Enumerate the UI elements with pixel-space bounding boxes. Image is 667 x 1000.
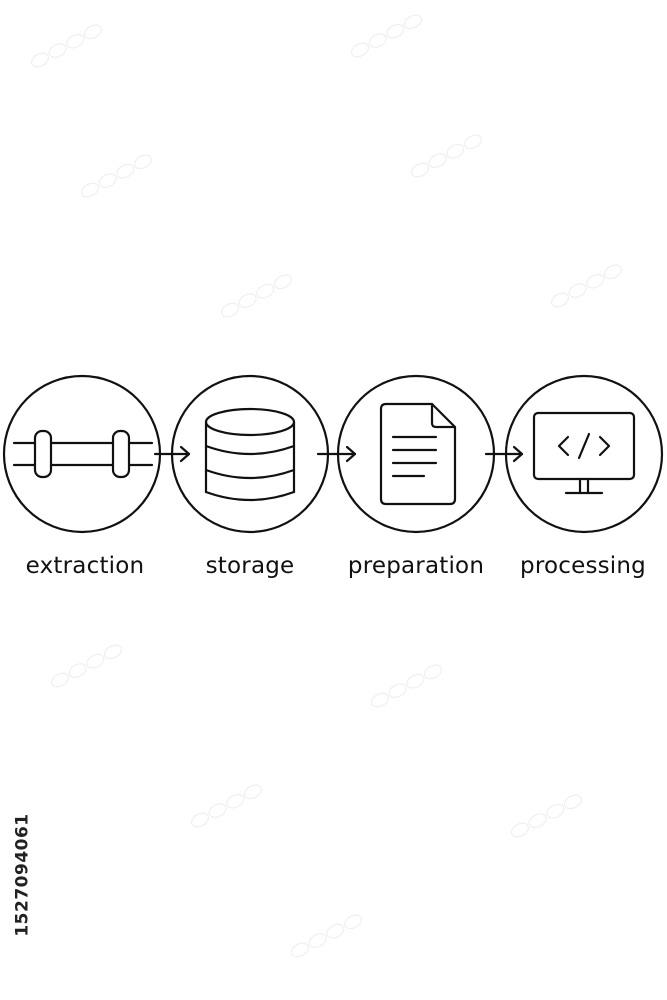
code-monitor-icon <box>532 411 636 495</box>
stock-id: 1527094061 <box>10 755 36 995</box>
step-label-extraction: extraction <box>25 553 145 579</box>
step-preparation <box>336 374 496 534</box>
processing-circle <box>504 374 664 534</box>
database-icon <box>204 407 296 502</box>
step-processing <box>504 374 664 534</box>
stock-id-text: 1527094061 <box>13 813 34 937</box>
step-extraction <box>2 374 162 534</box>
step-storage <box>170 374 330 534</box>
extraction-circle <box>2 374 162 534</box>
step-label-preparation: preparation <box>347 553 485 579</box>
preparation-circle <box>336 374 496 534</box>
pipe-icon <box>12 429 154 479</box>
arrow-3 <box>484 445 524 463</box>
step-label-storage: storage <box>205 553 295 579</box>
arrow-2 <box>316 445 357 463</box>
document-icon <box>379 402 457 506</box>
step-label-processing: processing <box>520 553 646 579</box>
